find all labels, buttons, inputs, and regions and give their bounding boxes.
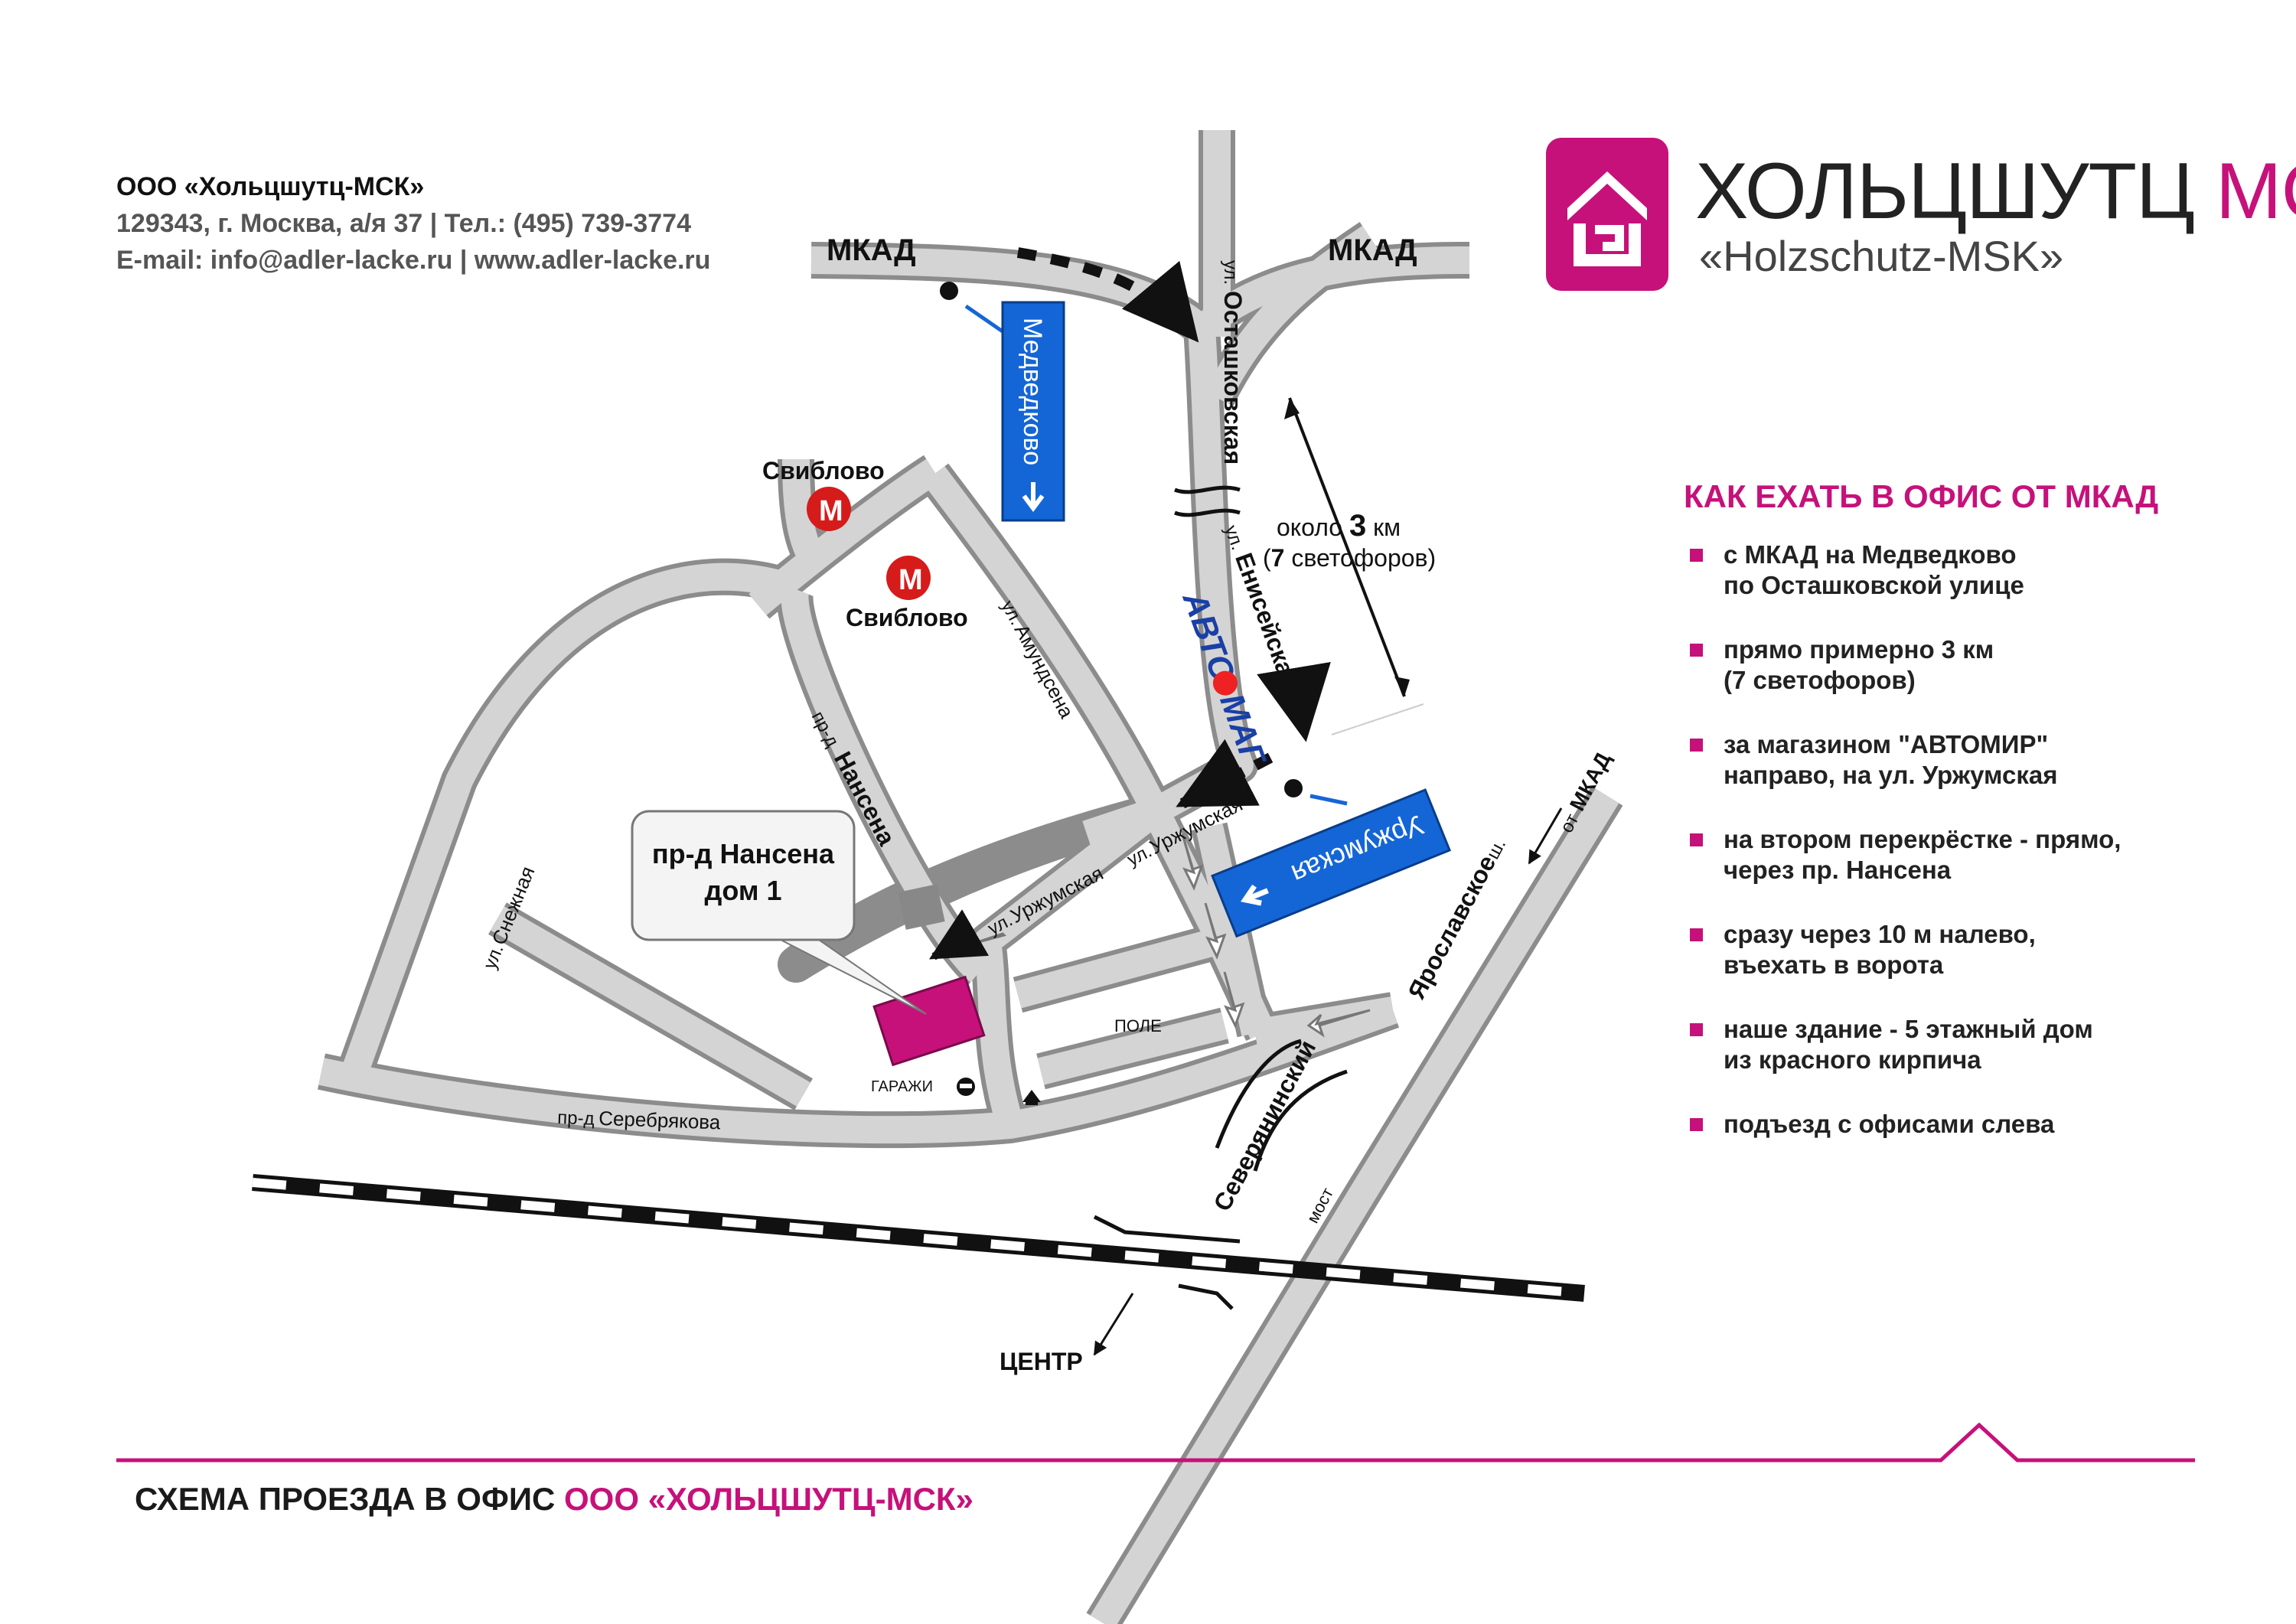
- garages-label: ГАРАЖИ: [871, 1078, 933, 1095]
- direction-step: на втором перекрёстке - прямо, через пр.…: [1684, 824, 2265, 885]
- logo-subtitle: «Holzschutz-MSK»: [1699, 232, 2064, 280]
- car-icon: [957, 1078, 975, 1096]
- from-mkad-arrow: [1528, 807, 1563, 865]
- footer-title-company: ООО «ХОЛЬЦШУТЦ-МСК»: [564, 1481, 974, 1517]
- svg-text:пр-д: пр-д: [557, 1107, 595, 1130]
- distance-label: около 3 км: [1277, 509, 1401, 543]
- serebryakova-label: пр-д Серебрякова: [557, 1107, 722, 1134]
- logo-title-accent: МСК: [2215, 147, 2296, 236]
- route-arrows-main: [1176, 661, 1331, 809]
- railway: [252, 1174, 1585, 1302]
- mkad-left-label: МКАД: [827, 233, 916, 267]
- metro-name-2: Свиблово: [846, 604, 968, 631]
- bullet-square-icon: [1690, 644, 1703, 657]
- metro-icon: [886, 556, 931, 600]
- center-label: ЦЕНТР: [1000, 1348, 1083, 1375]
- sign-urzhumskaya: Уржумская: [1211, 779, 1452, 938]
- route-arrows-mkad: [1016, 247, 1199, 343]
- direction-step: с МКАД на Медведково по Осташковской ули…: [1684, 540, 2265, 601]
- traffic-lights-label: (7 светофоров): [1263, 544, 1436, 572]
- logo-title: ХОЛЬЦШУТЦ МСК: [1695, 152, 2296, 231]
- bullet-square-icon: [1690, 1118, 1703, 1131]
- bullet-square-icon: [1690, 549, 1703, 562]
- svg-text:Осташковская: Осташковская: [1219, 291, 1247, 465]
- company-address: 129343, г. Москва, а/я 37 | Тел.: (495) …: [116, 209, 691, 238]
- footer-title-main: СХЕМА ПРОЕЗДА В ОФИС: [135, 1481, 565, 1517]
- route-arrows-outline: [948, 833, 1371, 1038]
- bullet-square-icon: [1690, 1023, 1703, 1036]
- direction-step: за магазином "АВТОМИР" направо, на ул. У…: [1684, 729, 2265, 791]
- ostashkovskaya-label: ул. Осташковская: [1219, 260, 1247, 465]
- direction-step: сразу через 10 м налево, въехать в ворот…: [1684, 919, 2265, 980]
- company-web[interactable]: E-mail: info@adler-lacke.ru | www.adler-…: [116, 246, 711, 275]
- field-label: ПОЛЕ: [1114, 1016, 1162, 1035]
- svg-text:Серебрякова: Серебрякова: [598, 1107, 722, 1134]
- direction-step: наше здание - 5 этажный дом из красного …: [1684, 1014, 2265, 1075]
- sign-medvedkovo-text: Медведково: [1018, 318, 1047, 465]
- footer-divider: [116, 1422, 2195, 1463]
- callout-line-1: пр-д Нансена: [652, 838, 835, 869]
- direction-step: подъезд с офисами слева: [1684, 1109, 2265, 1140]
- metro-icon: [807, 487, 851, 531]
- direction-step: прямо примерно 3 км (7 светофоров): [1684, 634, 2265, 696]
- bullet-square-icon: [1690, 739, 1703, 752]
- svg-text:М: М: [819, 495, 843, 527]
- neighbor-building: [898, 884, 945, 930]
- directions-title: КАК ЕХАТЬ В ОФИС ОТ МКАД: [1684, 478, 2159, 514]
- bridge-marks: [1093, 485, 1348, 1310]
- metro-name-1: Свиблово: [762, 457, 885, 484]
- metro-sviblovo-1: Свиблово М: [762, 457, 885, 531]
- office-callout: пр-д Нансена дом 1: [631, 810, 927, 1015]
- garage-icon: [1022, 1090, 1041, 1105]
- directions-panel: КАК ЕХАТЬ В ОФИС ОТ МКАД с МКАД на Медве…: [1684, 478, 2265, 1173]
- mkad-right-label: МКАД: [1328, 233, 1417, 267]
- bullet-square-icon: [1690, 928, 1703, 941]
- house-logo-icon: [1546, 138, 1668, 291]
- footer-title: СХЕМА ПРОЕЗДА В ОФИС ООО «ХОЛЬЦШУТЦ-МСК»: [135, 1481, 974, 1518]
- logo-title-main: ХОЛЬЦШУТЦ: [1695, 147, 2195, 236]
- center-arrow: [1093, 1293, 1134, 1356]
- sign-medvedkovo: Медведково: [940, 282, 1065, 522]
- distance-arrow: [1284, 397, 1424, 735]
- callout-line-2: дом 1: [704, 875, 781, 906]
- directions-list: с МКАД на Медведково по Осташковской ули…: [1684, 540, 2265, 1140]
- turn-arrow: [928, 909, 990, 960]
- svg-text:ул.: ул.: [1220, 260, 1241, 285]
- company-name: ООО «Хольцшутц-МСК»: [116, 172, 425, 201]
- svg-text:М: М: [899, 564, 923, 596]
- contacts-block: ООО «Хольцшутц-МСК» 129343, г. Москва, а…: [116, 168, 710, 279]
- bullet-square-icon: [1690, 833, 1703, 846]
- metro-sviblovo-2: М Свиблово: [846, 556, 968, 631]
